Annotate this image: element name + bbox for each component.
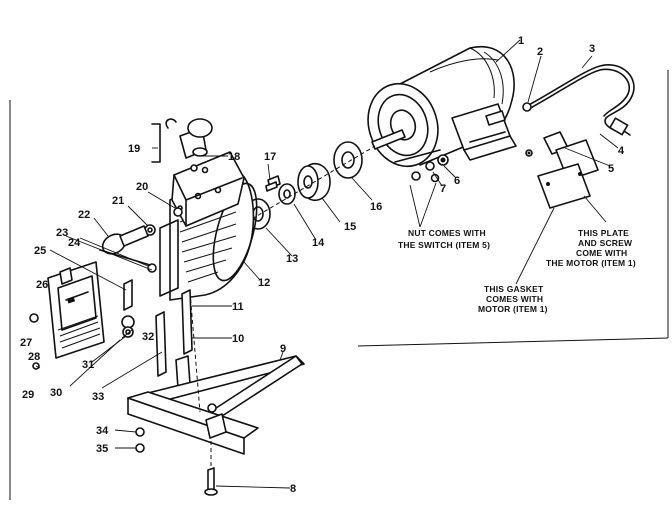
note-plate-line4: THE MOTOR (ITEM 1): [546, 258, 636, 268]
frame-lines: [9, 70, 669, 500]
callout-13: 13: [286, 253, 298, 265]
callout-27: 27: [20, 337, 32, 349]
callout-14: 14: [312, 237, 325, 249]
callout-25: 25: [34, 245, 46, 257]
nuts: [411, 154, 449, 183]
callout-2: 2: [537, 46, 543, 58]
callout-26: 26: [36, 279, 48, 291]
note-gasket-line2: COMES WITH: [486, 294, 543, 304]
callout-1: 1: [518, 35, 524, 47]
leader-lines: [35, 39, 619, 489]
note-plate-line2: AND SCREW: [578, 238, 633, 248]
small-fittings: [144, 181, 278, 236]
note-plate-line3: COME WITH: [576, 248, 627, 258]
callout-28: 28: [28, 351, 40, 363]
callout-33: 33: [92, 391, 104, 403]
callout-9: 9: [280, 343, 286, 355]
power-cord: [522, 64, 635, 136]
panel-fasteners: [29, 313, 135, 370]
pressure-knob: [101, 225, 149, 255]
note-plate-line1: THIS PLATE: [578, 228, 629, 238]
bypass-parts: [99, 249, 157, 311]
callout-11: 11: [232, 301, 244, 313]
callout-19: 19: [128, 143, 140, 155]
note-nut-line1: NUT COMES WITH: [408, 228, 486, 238]
callout-32: 32: [142, 331, 154, 343]
callout-10: 10: [232, 333, 244, 345]
callout-24: 24: [68, 237, 81, 249]
callout-35: 35: [96, 443, 108, 455]
callout-29: 29: [22, 389, 34, 401]
note-nut-line2: THE SWITCH (ITEM 5): [398, 240, 490, 250]
note-gasket-line1: THIS GASKET: [484, 284, 544, 294]
gauge-panel: [47, 261, 105, 359]
callout-23: 23: [56, 227, 68, 239]
callout-31: 31: [82, 359, 94, 371]
callout-15: 15: [344, 221, 356, 233]
callout-17: 17: [264, 151, 276, 163]
callout-18: 18: [228, 151, 240, 163]
motor: [367, 45, 517, 168]
callout-22: 22: [78, 209, 90, 221]
notes: NUT COMES WITH THE SWITCH (ITEM 5) THIS …: [398, 228, 636, 314]
valve-fitting: [151, 118, 213, 172]
callouts: 1 2 3 4 5 6 7 8 9 10 11 12 13 14 15 16 1…: [20, 35, 625, 495]
callout-20: 20: [136, 181, 148, 193]
callout-3: 3: [589, 43, 595, 55]
note-gasket-line3: MOTOR (ITEM 1): [478, 304, 548, 314]
callout-7: 7: [440, 183, 446, 195]
callout-16: 16: [370, 201, 382, 213]
callout-5: 5: [608, 163, 614, 175]
pump-body: [159, 151, 258, 301]
callout-6: 6: [454, 175, 460, 187]
cart-frame: [127, 289, 305, 496]
callout-34: 34: [96, 425, 109, 437]
switch-assembly: [525, 131, 599, 209]
callout-21: 21: [112, 195, 124, 207]
callout-4: 4: [618, 145, 625, 157]
coupling-parts: [239, 141, 376, 230]
callout-12: 12: [258, 277, 270, 289]
callout-8: 8: [290, 483, 296, 495]
callout-30: 30: [50, 387, 62, 399]
